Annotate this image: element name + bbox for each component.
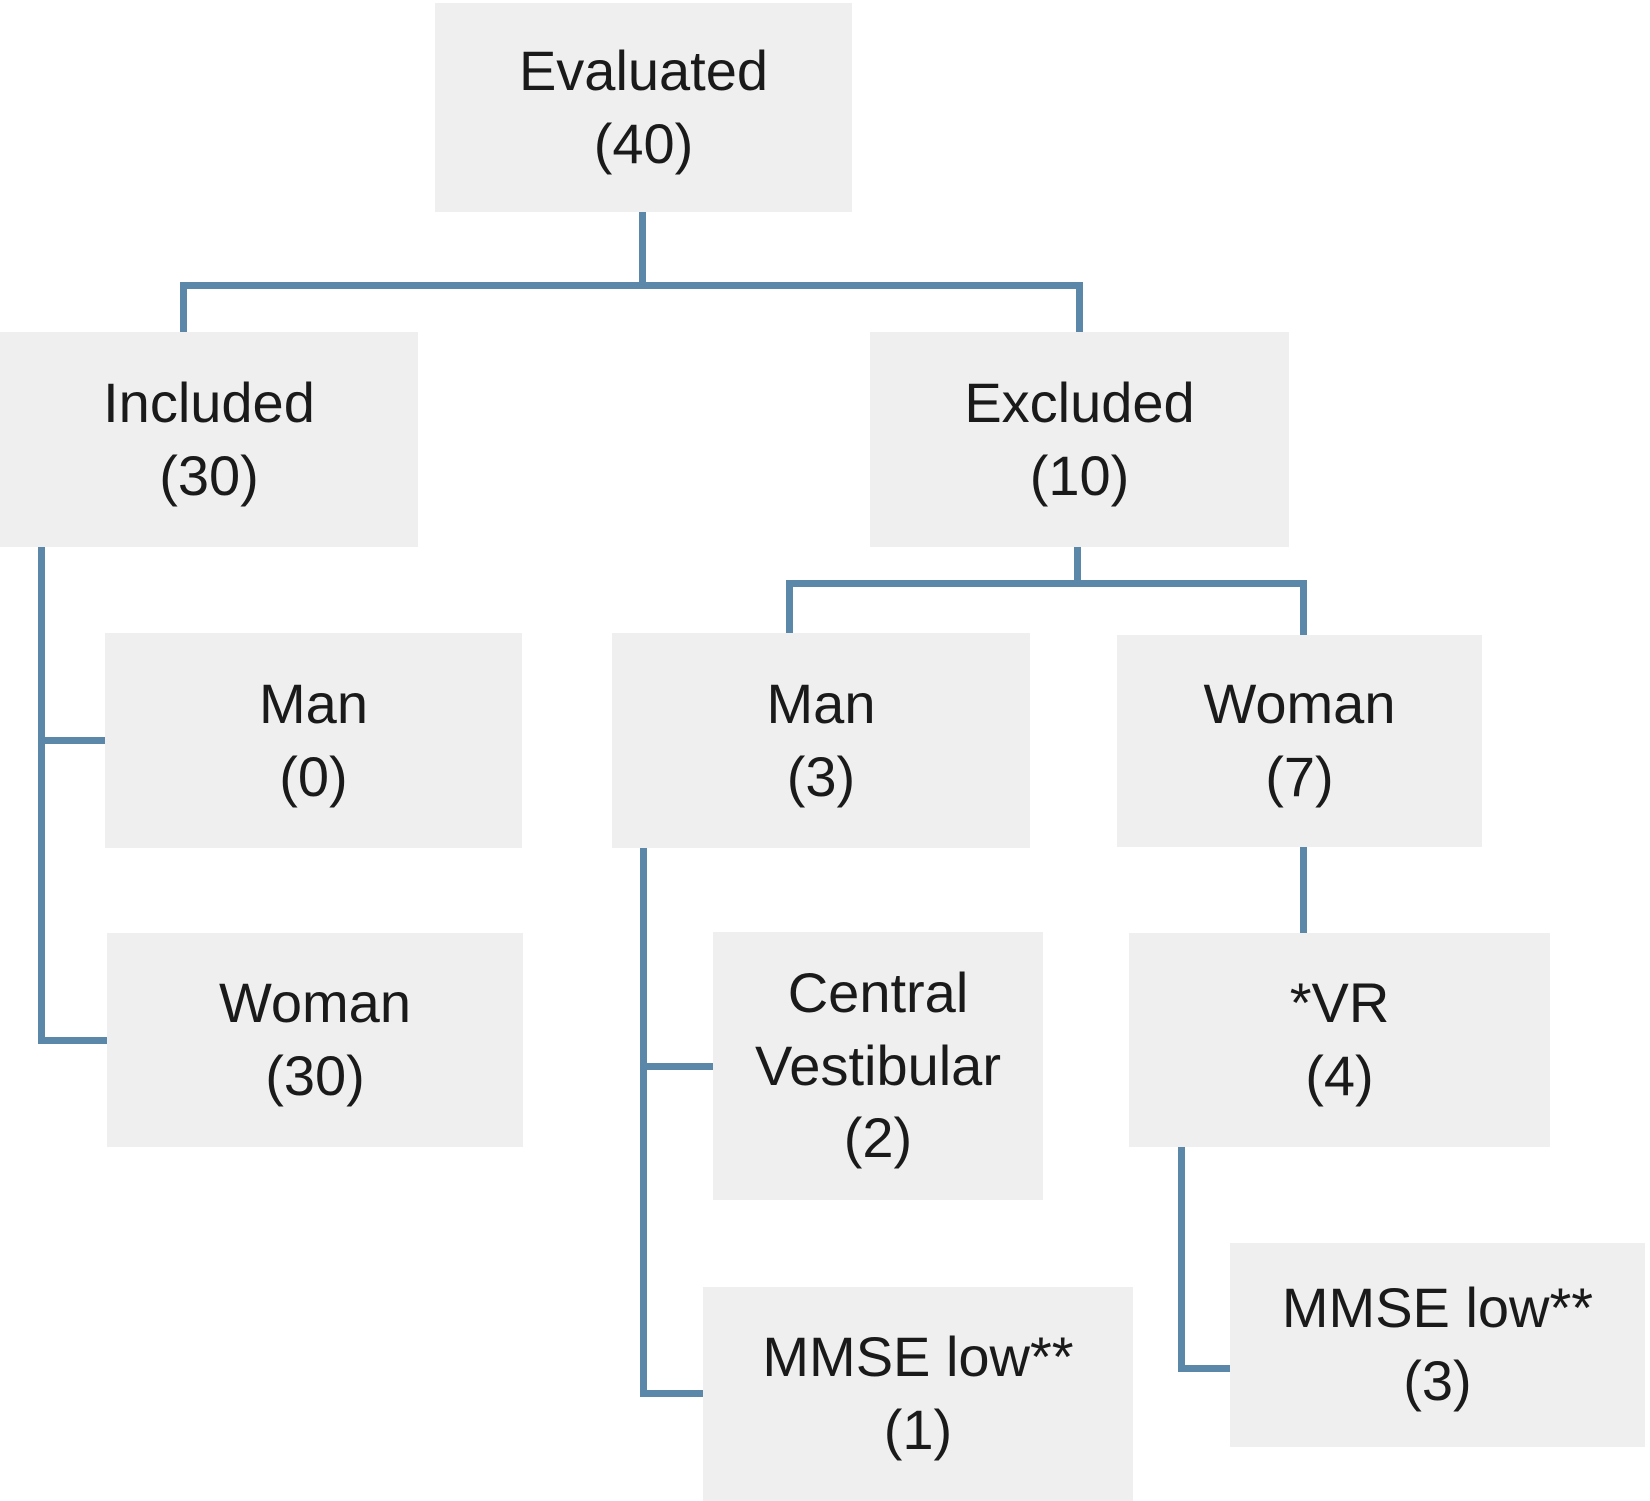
- node-count: (0): [279, 744, 348, 808]
- node-vr: *VR (4): [1129, 933, 1550, 1147]
- node-mmse-low-woman: MMSE low** (3): [1230, 1243, 1645, 1447]
- node-included-woman: Woman (30): [107, 933, 523, 1147]
- node-included: Included (30): [0, 332, 418, 547]
- connector-evaluated-drop: [639, 207, 646, 286]
- node-count: (30): [159, 443, 259, 507]
- node-label: Evaluated: [518, 38, 769, 102]
- node-label: Included: [103, 370, 315, 434]
- node-count: (7): [1265, 745, 1334, 808]
- node-count: (1): [883, 1398, 953, 1461]
- node-label: *VR: [1289, 971, 1390, 1035]
- node-label: Central Vestibular: [755, 960, 1001, 1097]
- node-label: Woman: [1203, 672, 1396, 736]
- connector-mmse1-branch: [640, 1390, 706, 1397]
- node-label: Man: [259, 671, 368, 735]
- connector-man3-drop: [786, 580, 793, 633]
- node-label: Woman: [219, 971, 411, 1035]
- node-evaluated: Evaluated (40): [435, 3, 852, 212]
- node-count: (30): [265, 1044, 365, 1107]
- node-excluded-man: Man (3): [612, 633, 1030, 848]
- connector-woman30-branch: [38, 1037, 110, 1044]
- node-count: (10): [1029, 443, 1130, 507]
- connector-included-drop: [180, 282, 187, 332]
- connector-excluded-stem: [1074, 545, 1081, 587]
- connector-man3-stem: [640, 846, 647, 1397]
- node-label: MMSE low**: [762, 1325, 1074, 1389]
- node-count: (40): [593, 111, 694, 175]
- node-included-man: Man (0): [105, 633, 522, 848]
- node-count: (3): [1403, 1349, 1472, 1412]
- node-mmse-low-man: MMSE low** (1): [703, 1287, 1133, 1501]
- connector-woman7-stem: [1300, 845, 1307, 935]
- node-label: Man: [766, 671, 876, 735]
- connector-vr-stem: [1178, 1145, 1185, 1372]
- node-excluded-woman: Woman (7): [1117, 635, 1482, 847]
- connector-man0-branch: [38, 737, 108, 744]
- node-count: (4): [1305, 1044, 1374, 1107]
- connector-excluded-horizontal: [786, 580, 1307, 587]
- connector-excluded-drop: [1076, 282, 1083, 332]
- node-central-vestibular: Central Vestibular (2): [713, 932, 1043, 1200]
- connector-top-horizontal: [180, 282, 1083, 289]
- node-count: (2): [843, 1106, 913, 1170]
- connector-included-stem: [38, 545, 45, 1044]
- node-count: (3): [786, 744, 856, 808]
- node-excluded: Excluded (10): [870, 332, 1289, 547]
- node-label: MMSE low**: [1281, 1276, 1594, 1340]
- node-label: Excluded: [964, 370, 1195, 434]
- connector-central-branch: [640, 1063, 716, 1070]
- connector-woman7-drop: [1300, 580, 1307, 635]
- connector-mmse3-branch: [1178, 1365, 1233, 1372]
